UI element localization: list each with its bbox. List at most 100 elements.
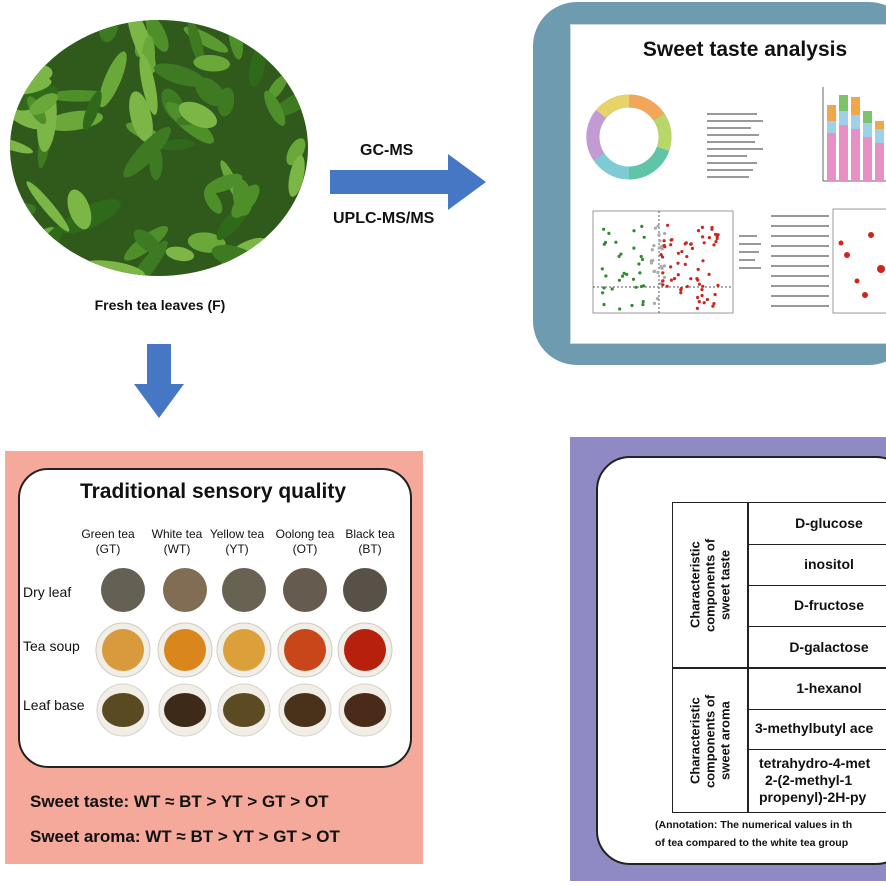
volcano-dot [707, 272, 711, 276]
tea-soup-sample [164, 629, 206, 671]
leaf-shape [125, 240, 168, 276]
volcano-dot [696, 278, 700, 282]
dry-leaf-sample [222, 568, 266, 612]
row-tea-soup: Tea soup [23, 638, 80, 654]
leaf-shape [204, 173, 243, 194]
volcano-dot [701, 284, 705, 288]
tea-soup-sample [223, 629, 265, 671]
component-1-hexanol: 1-hexanol [796, 680, 862, 696]
volcano-dot [669, 243, 673, 247]
volcano-dot [689, 277, 693, 281]
table-row-line [749, 626, 886, 627]
leaf-shape [17, 242, 50, 273]
volcano-dot [650, 248, 654, 252]
leaf-shape [288, 155, 305, 197]
volcano-dot [634, 285, 638, 289]
volcano-dot [640, 224, 644, 228]
volcano-dot [676, 251, 680, 255]
leaf-shape [82, 90, 102, 131]
leaf-shape [98, 51, 127, 108]
volcano-dot [602, 286, 606, 290]
volcano-dot [679, 291, 683, 295]
leaf-shape [10, 135, 33, 154]
dry-leaf-sample [163, 568, 207, 612]
leaf-shape [203, 188, 223, 214]
leaf-shape [187, 20, 205, 65]
sweet-taste-title: Sweet taste analysis [642, 38, 848, 61]
volcano-dot [617, 278, 621, 282]
volcano-dot [662, 243, 666, 248]
column-oolong-tea: Oolong tea(OT) [275, 527, 335, 556]
row-dry-leaf: Dry leaf [23, 584, 72, 600]
volcano-dot [665, 284, 669, 288]
leaf-shape [139, 53, 158, 115]
column-black-tea: Black tea(BT) [345, 527, 395, 556]
volcano-dot [660, 255, 665, 259]
fresh-leaves-label: Fresh tea leaves (F) [94, 297, 226, 313]
leaf-shape [14, 85, 59, 111]
column-yellow-tea: Yellow tea(YT) [209, 527, 265, 556]
gc-ms-label: GC-MS [360, 142, 414, 159]
volcano-dot [642, 284, 646, 288]
tea-soup-sample [102, 629, 144, 671]
sensory-title: Traditional sensory quality [79, 480, 347, 503]
characteristic-table: Characteristic components of sweet taste… [672, 502, 886, 813]
volcano-dot [652, 269, 656, 273]
volcano-dot [658, 239, 662, 243]
leaf-shape [11, 227, 55, 263]
aroma-group-label: Characteristic components of sweet aroma [687, 694, 733, 788]
table-row-line [749, 585, 886, 586]
volcano-dot [714, 240, 718, 244]
volcano-dot [661, 271, 665, 275]
volcano-dot [697, 300, 701, 304]
leaf-shape [129, 91, 153, 142]
volcano-dot [619, 252, 623, 256]
sweet-aroma-ranking: Sweet aroma: WT ≈ BT > YT > GT > OT [30, 827, 340, 846]
volcano-dot [679, 287, 683, 291]
volcano-dot [659, 244, 664, 248]
tea-samples-grid [95, 568, 393, 737]
volcano-dot [622, 271, 626, 275]
volcano-dot [617, 254, 621, 258]
volcano-dot [705, 297, 709, 302]
down-arrow [134, 344, 184, 418]
volcano-dot [600, 267, 604, 271]
volcano-legend-thumbnail [739, 235, 761, 269]
volcano-dot [604, 274, 608, 278]
volcano-dot [669, 238, 673, 242]
volcano-dot [638, 271, 642, 275]
volcano-dot [614, 240, 618, 244]
volcano-dot [659, 264, 663, 268]
leaf-shape [98, 20, 119, 43]
leaf-shape [217, 87, 235, 117]
volcano-dot [701, 235, 705, 239]
leaf-shape [10, 20, 58, 40]
table-divider-vertical [747, 503, 749, 812]
volcano-dot [601, 291, 605, 295]
volcano-dot [684, 241, 688, 245]
table-divider-group [673, 667, 886, 669]
volcano-dot [700, 288, 704, 292]
volcano-dot [660, 247, 664, 251]
table-row-line [749, 544, 886, 545]
donut-legend-thumbnail [707, 113, 763, 178]
leaf-shape [153, 63, 206, 87]
column-white-tea: White tea(WT) [151, 527, 203, 556]
volcano-dot [695, 306, 699, 310]
volcano-dot [620, 274, 625, 278]
volcano-dot [713, 232, 718, 236]
component-d-galactose: D-galactose [789, 639, 869, 655]
leaf-base-sample [102, 693, 144, 727]
volcano-dot [642, 235, 646, 239]
leaf-shape [286, 138, 306, 166]
leaf-shape [67, 189, 92, 230]
column-green-tea: Green tea(GT) [81, 527, 135, 556]
leaf-shape [255, 40, 302, 54]
volcano-dot [610, 287, 614, 291]
sweet-taste-ranking: Sweet taste: WT ≈ BT > YT > GT > OT [30, 792, 329, 811]
sweet-taste-figure [570, 24, 886, 344]
leaf-shape [29, 93, 58, 115]
dry-leaf-sample [343, 568, 387, 612]
leaf-shape [193, 54, 231, 72]
tea-soup-sample [284, 629, 326, 671]
